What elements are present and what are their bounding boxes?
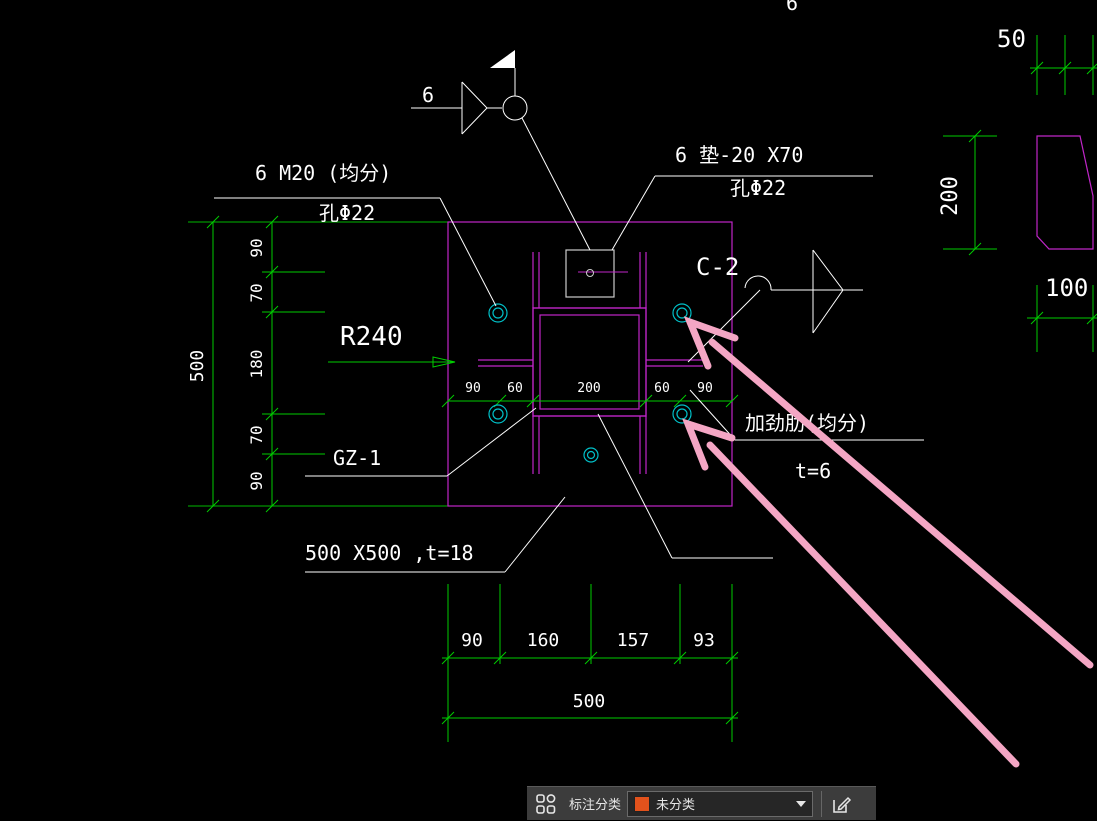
- leader-lines: [214, 68, 924, 573]
- stiffener-thickness: t=6: [795, 459, 831, 483]
- plate-note: 500 X500 ,t=18: [305, 541, 474, 565]
- inner-dim-3: 200: [577, 381, 600, 396]
- chevron-down-icon: [796, 800, 807, 807]
- bolt-note: 6 M20 (均分): [255, 161, 391, 185]
- washer-hole-note: 孔Φ22: [730, 176, 786, 200]
- inner-dim-1: 90: [465, 381, 481, 396]
- column-label: GZ-1: [333, 446, 381, 470]
- flag-icon: [490, 50, 515, 68]
- top-partial-text: 6: [786, 0, 798, 15]
- edit-icon: [833, 796, 852, 813]
- inner-dim-2: 60: [507, 381, 523, 396]
- left-total-dim: 500: [187, 350, 208, 383]
- bottom-dim-1: 90: [461, 630, 483, 651]
- left-dim-5: 90: [247, 471, 266, 490]
- left-dimension-chain: [188, 215, 448, 513]
- bottom-dim-4: 93: [693, 630, 715, 651]
- classification-value: 未分类: [656, 798, 696, 813]
- base-plate: [447, 221, 733, 507]
- annotation-toolbar: 标注分类 未分类: [527, 786, 876, 820]
- toolbar-divider: [821, 790, 823, 817]
- classification-select[interactable]: 未分类: [627, 790, 814, 817]
- bolt-hole-note: 孔Φ22: [319, 201, 375, 225]
- left-dim-2: 70: [247, 283, 266, 302]
- right-top-dim: 50: [997, 25, 1026, 53]
- bottom-dim-2: 160: [527, 630, 560, 651]
- anchor-bolts: [488, 303, 692, 463]
- bottom-total-dim: 500: [573, 691, 606, 712]
- inner-dimension-line: [441, 394, 739, 408]
- classification-label: 标注分类: [569, 798, 622, 813]
- edit-button[interactable]: [822, 787, 860, 821]
- stiffener-detail: [943, 35, 1097, 352]
- right-height-dim: 200: [938, 176, 963, 216]
- bottom-dimension-chain: [441, 584, 739, 742]
- inner-dim-5: 90: [697, 381, 713, 396]
- weld-label-right: C-2: [696, 253, 739, 281]
- color-swatch: [634, 795, 651, 812]
- bottom-dim-3: 157: [617, 630, 650, 651]
- stiffener-shape: [1036, 135, 1094, 250]
- annotation-arrows: [682, 316, 1094, 768]
- weld-size-left: 6: [422, 83, 434, 107]
- washer-note: 6 垫-20 X70: [675, 143, 803, 167]
- left-dim-3: 180: [247, 350, 266, 379]
- left-dim-1: 90: [247, 238, 266, 257]
- grid-icon-button[interactable]: [527, 787, 565, 821]
- left-dim-4: 70: [247, 425, 266, 444]
- radius-arrow: [328, 356, 456, 368]
- inner-dim-4: 60: [654, 381, 670, 396]
- radius-label: R240: [340, 322, 403, 352]
- right-width-dim: 100: [1045, 274, 1088, 302]
- grid-icon: [536, 793, 556, 814]
